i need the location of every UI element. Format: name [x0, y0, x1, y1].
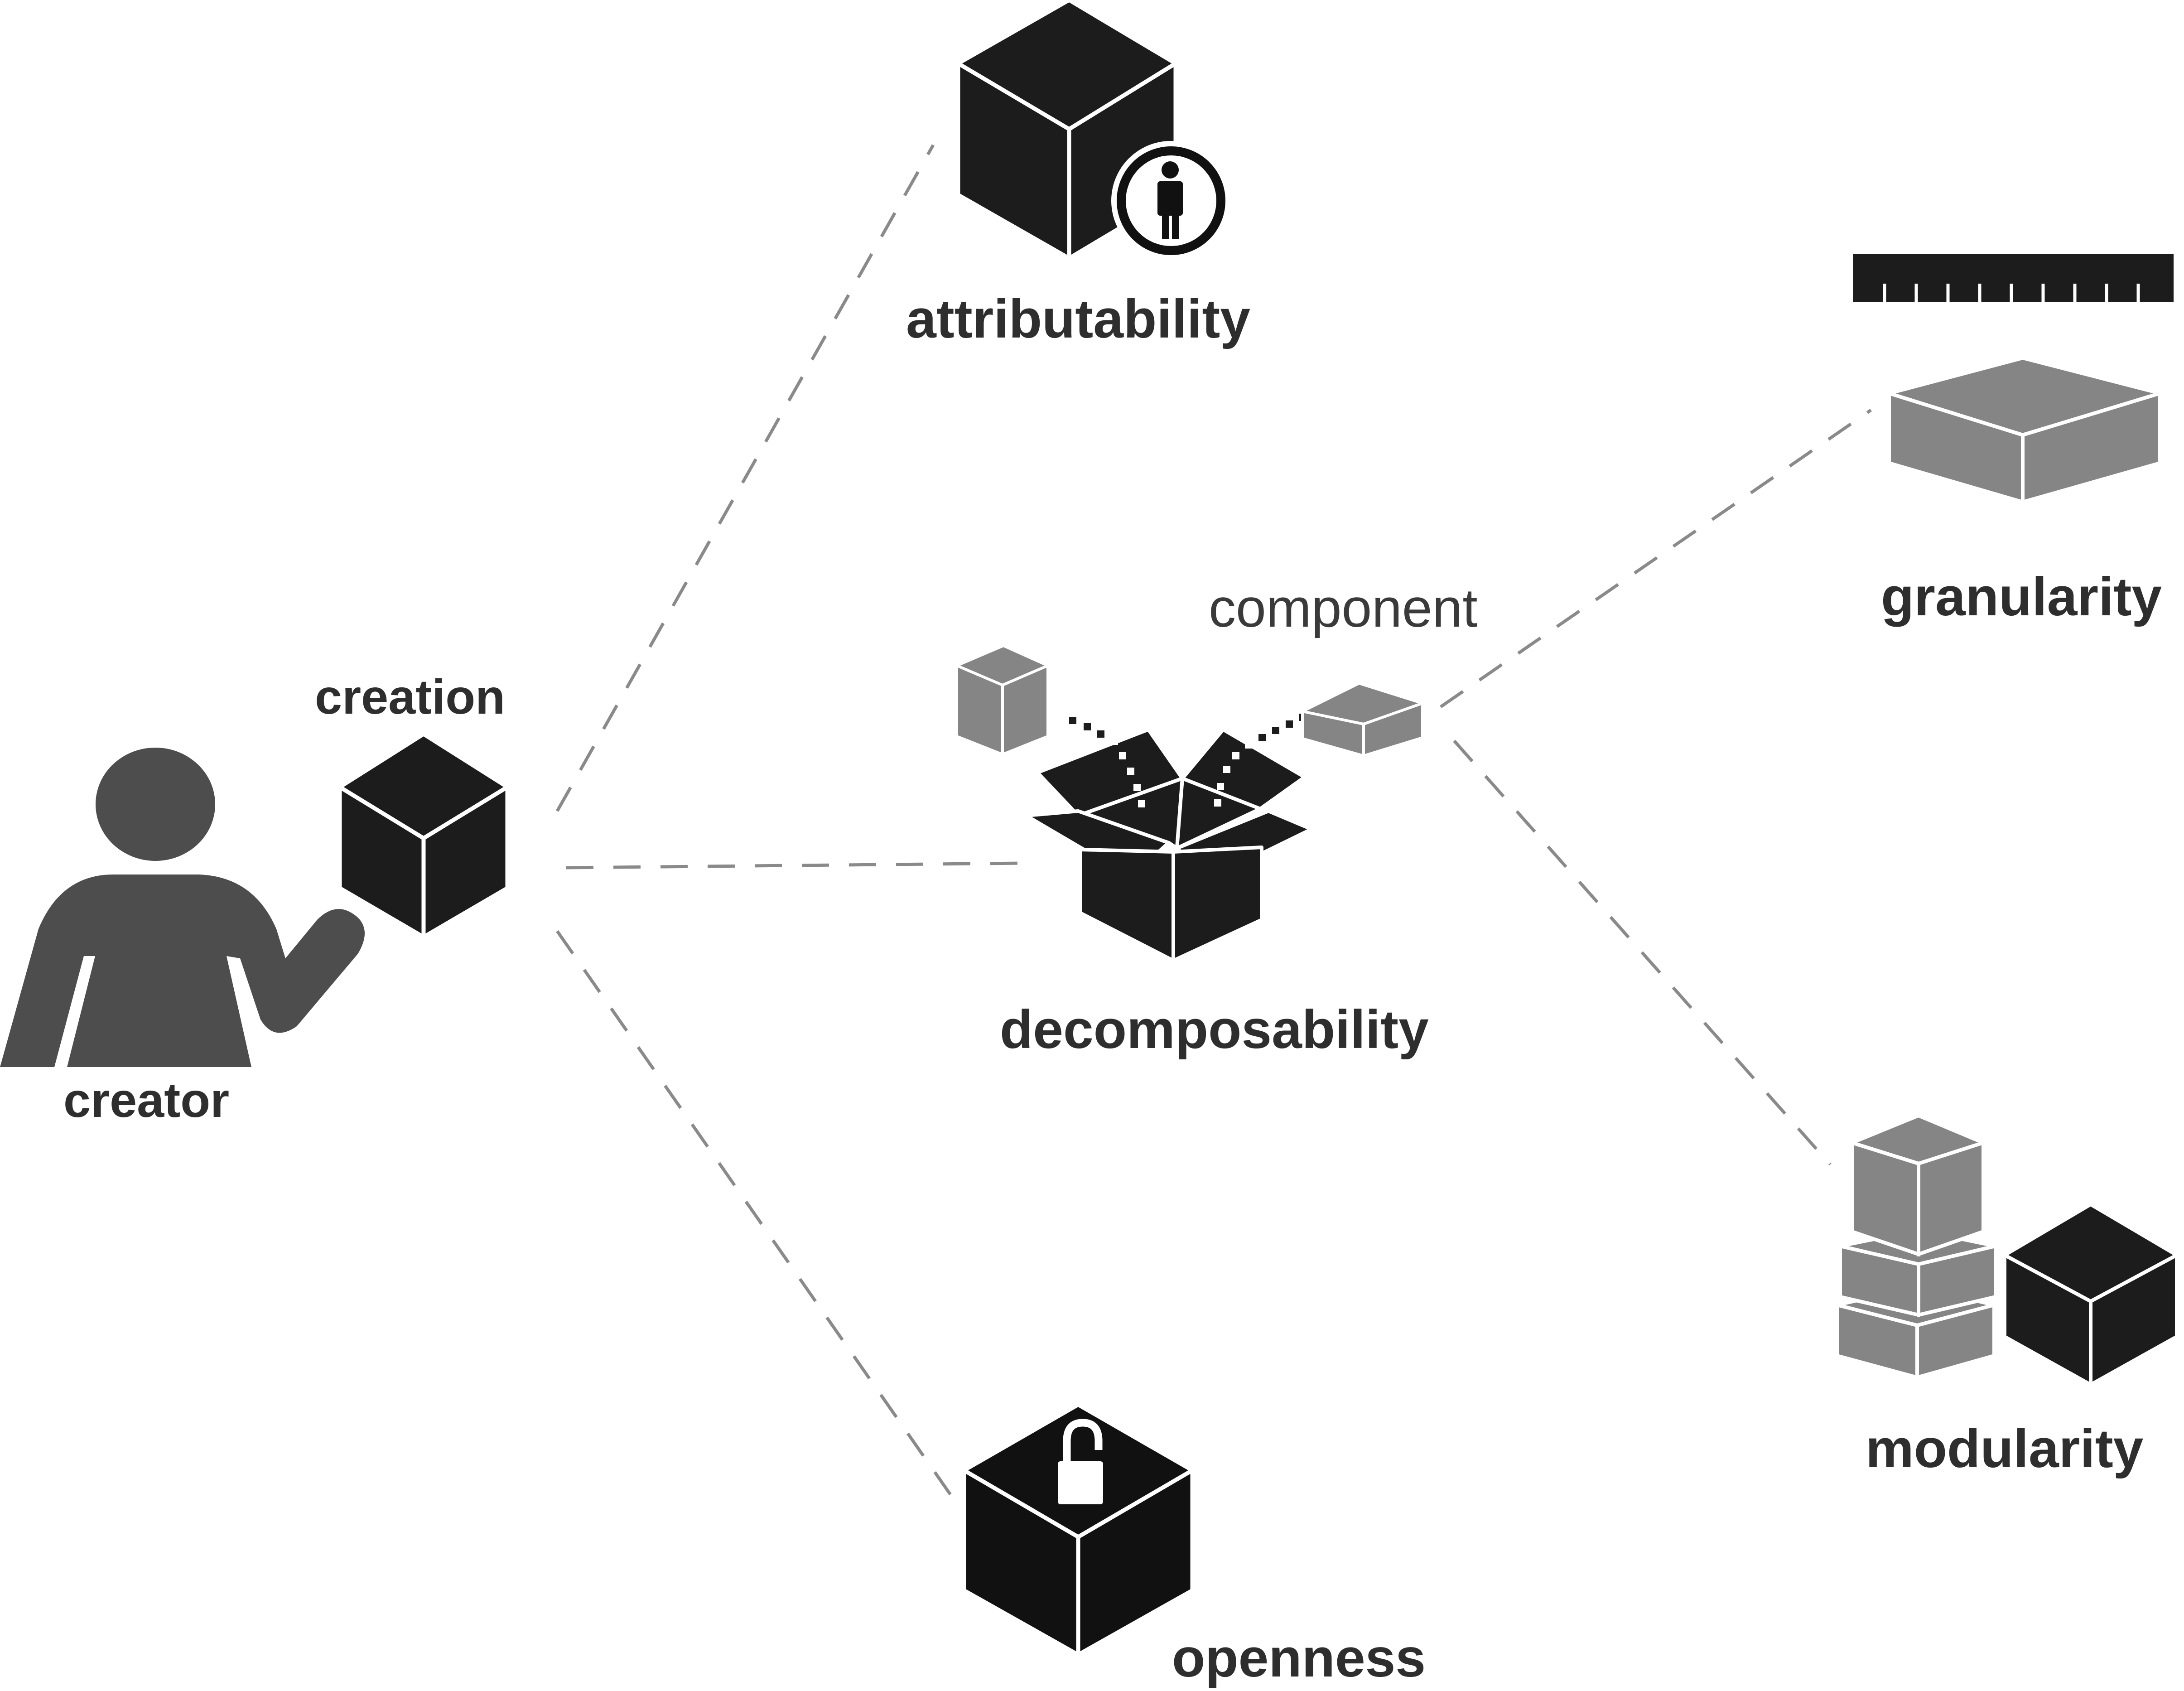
cube-icon	[954, 0, 1180, 262]
attributability-node: attributability	[906, 0, 1250, 349]
component-trail-left	[1069, 717, 1145, 807]
component-trail-right	[1214, 714, 1307, 807]
attribution-badge-icon	[1111, 141, 1231, 261]
open-padlock-icon	[1058, 1419, 1103, 1504]
cube-icon	[336, 731, 511, 941]
decomposability-label: decomposability	[1000, 999, 1429, 1060]
connector-component-modularity	[1453, 739, 1832, 1166]
connector-creation-decomposability	[566, 861, 1024, 870]
cube-icon	[960, 1402, 1196, 1658]
component-label: component	[1209, 578, 1478, 638]
granularity-label: granularity	[1881, 566, 2162, 627]
creation-node: creation	[315, 669, 511, 941]
person-icon	[0, 748, 365, 1067]
connector-creation-openness	[556, 930, 962, 1510]
decomposability-node: component decomposability	[953, 578, 1478, 1060]
creator-figure: creator	[0, 748, 365, 1127]
ruler-icon	[1853, 254, 2174, 302]
granularity-node: granularity	[1853, 254, 2174, 627]
creator-label: creator	[63, 1073, 229, 1127]
attributability-label: attributability	[906, 289, 1250, 349]
creation-label: creation	[315, 669, 505, 724]
openness-label: openness	[1172, 1628, 1426, 1688]
connector-component-granularity	[1440, 409, 1872, 708]
modularity-node: modularity	[1835, 1113, 2181, 1479]
openness-node: openness	[960, 1402, 1426, 1688]
connector-creation-attributability	[555, 144, 935, 812]
stacked-boxes-icon	[1835, 1113, 2181, 1388]
open-box-icon	[1024, 728, 1313, 962]
flat-box-icon	[1882, 356, 2167, 505]
connectors	[555, 144, 1872, 1510]
component-box-icon	[1298, 681, 1427, 758]
modularity-label: modularity	[1866, 1418, 2144, 1479]
small-cube-icon	[953, 644, 1051, 757]
